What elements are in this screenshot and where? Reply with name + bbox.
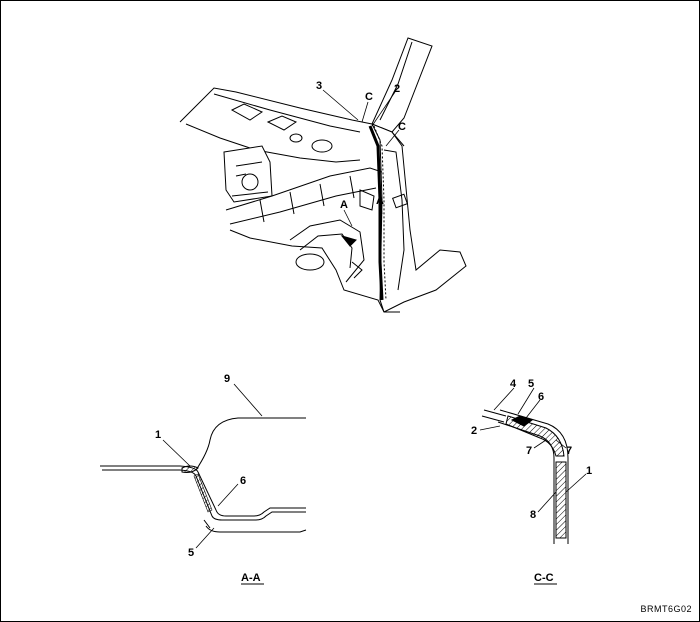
section-c-c-title: C-C (534, 572, 554, 584)
callout-3: 3 (316, 80, 322, 92)
cc-callout-7-left: 7 (526, 445, 532, 457)
section-mark-c-upper: C (365, 91, 373, 103)
cc-callout-1: 1 (586, 465, 592, 477)
section-c-c-leaders (479, 387, 587, 513)
aa-callout-6: 6 (240, 475, 246, 487)
aa-callout-1: 1 (155, 429, 161, 441)
cc-callout-8: 8 (530, 509, 536, 521)
body-structure-view (179, 37, 467, 313)
section-mark-a-right: A (376, 195, 384, 207)
cc-callout-5: 5 (528, 378, 534, 390)
top-view-leaders (322, 89, 400, 227)
section-mark-a-left: A (340, 199, 348, 211)
aa-callout-5: 5 (188, 547, 194, 559)
aa-callout-9: 9 (224, 373, 230, 385)
callout-2: 2 (394, 83, 400, 95)
cc-callout-2: 2 (471, 425, 477, 437)
section-a-a-title: A-A (241, 572, 261, 584)
cc-callout-4: 4 (510, 378, 517, 390)
section-mark-c-lower: C (398, 121, 406, 133)
section-a-a-drawing (100, 417, 307, 533)
cc-callout-7-right: 7 (566, 445, 572, 457)
section-a-a-leaders (162, 383, 263, 549)
cc-callout-6: 6 (538, 391, 544, 403)
figure-code: BRMT6G02 (640, 604, 692, 614)
section-c-c-drawing (481, 409, 569, 544)
